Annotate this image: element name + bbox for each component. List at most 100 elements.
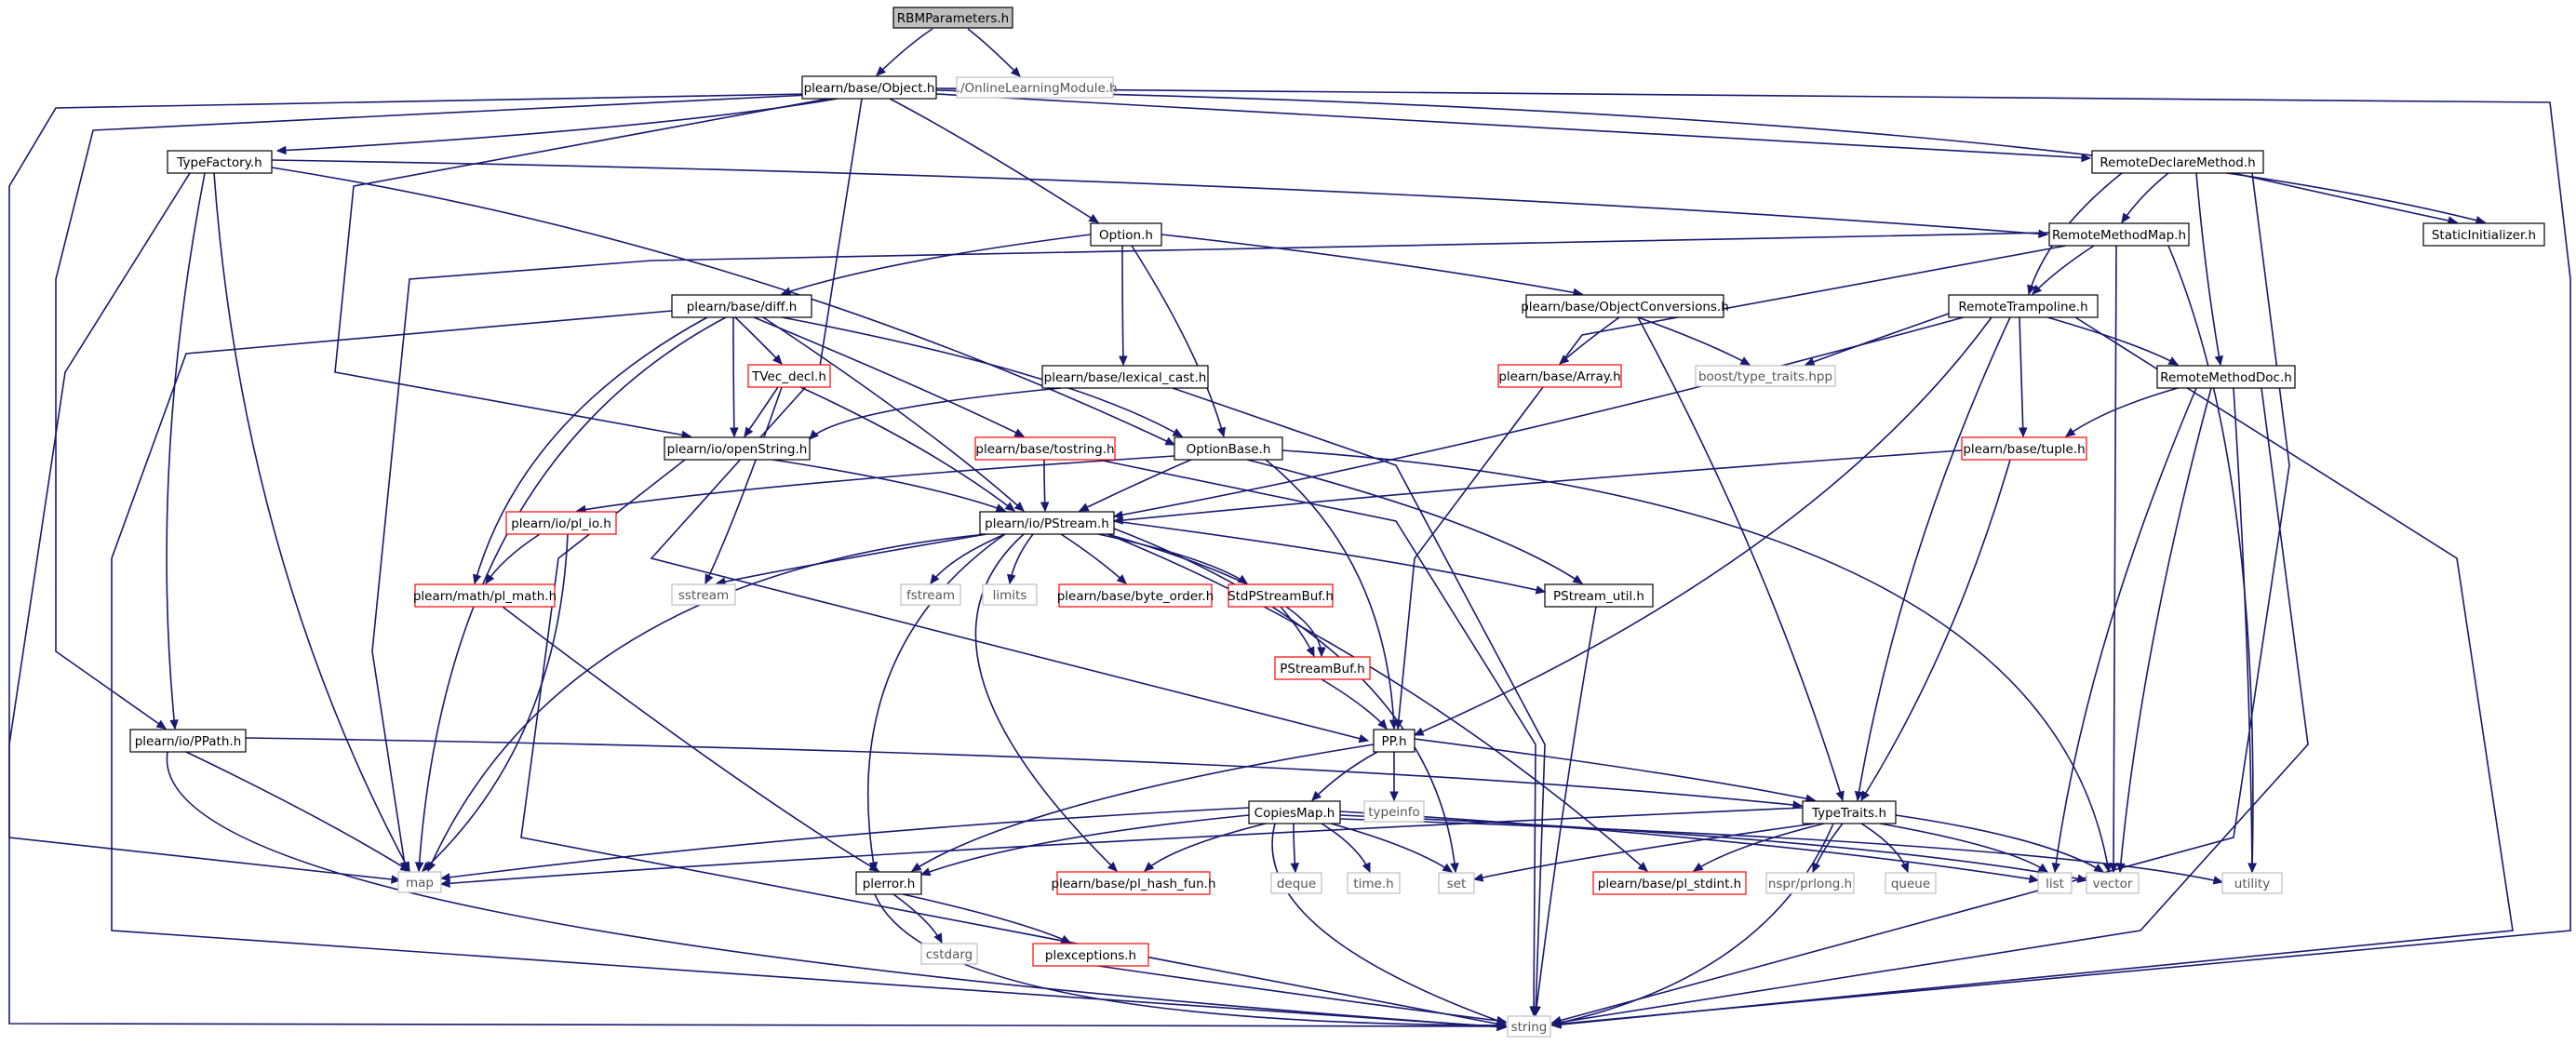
- node-box[interactable]: [1802, 800, 1897, 824]
- node-box[interactable]: [1363, 800, 1425, 823]
- node-box[interactable]: [1544, 583, 1654, 608]
- node-plstdint[interactable]: plearn/base/pl_stdint.h: [1592, 871, 1747, 895]
- node-typefactory[interactable]: TypeFactory.h: [167, 150, 273, 174]
- node-box[interactable]: [1274, 656, 1371, 680]
- node-list[interactable]: list: [2037, 872, 2073, 894]
- node-box[interactable]: [892, 7, 1013, 29]
- node-box[interactable]: [1041, 365, 1209, 389]
- node-box[interactable]: [1948, 294, 2099, 318]
- node-string[interactable]: string: [1507, 1015, 1551, 1038]
- node-box[interactable]: [397, 871, 442, 893]
- node-option[interactable]: Option.h: [1090, 222, 1162, 247]
- node-utility[interactable]: utility: [2221, 872, 2283, 894]
- node-box[interactable]: [129, 729, 247, 753]
- node-sstream[interactable]: sstream: [671, 583, 736, 606]
- node-box[interactable]: [2156, 365, 2296, 389]
- node-deque[interactable]: deque: [1270, 872, 1322, 894]
- node-box[interactable]: [1497, 364, 1622, 388]
- node-box[interactable]: [664, 436, 811, 461]
- node-copiesmap[interactable]: CopiesMap.h: [1248, 800, 1341, 824]
- node-array[interactable]: plearn/base/Array.h: [1497, 364, 1622, 388]
- node-cstdarg[interactable]: cstdarg: [920, 943, 978, 965]
- node-box[interactable]: [1174, 436, 1283, 461]
- node-box[interactable]: [855, 871, 922, 895]
- node-box[interactable]: [974, 436, 1116, 461]
- node-plio[interactable]: plearn/io/pl_io.h: [505, 511, 617, 535]
- node-box[interactable]: [1228, 583, 1334, 608]
- node-box[interactable]: [2037, 872, 2073, 894]
- node-box[interactable]: [2422, 222, 2545, 247]
- node-rbmparameters[interactable]: RBMParameters.h: [892, 7, 1013, 29]
- node-diff[interactable]: plearn/base/diff.h: [671, 294, 812, 318]
- node-box[interactable]: [1090, 222, 1162, 247]
- node-openstring[interactable]: plearn/io/openString.h: [664, 436, 811, 461]
- node-box[interactable]: [1347, 872, 1401, 894]
- node-box[interactable]: [2091, 150, 2264, 174]
- node-objconv[interactable]: plearn/base/ObjectConversions.h: [1521, 294, 1729, 318]
- node-typetraitshpp[interactable]: boost/type_traits.hpp: [1695, 365, 1836, 387]
- node-box[interactable]: [920, 943, 978, 965]
- node-box[interactable]: [801, 75, 937, 100]
- node-byteorder[interactable]: plearn/base/byte_order.h: [1057, 583, 1214, 608]
- node-fstream[interactable]: fstream: [900, 583, 961, 606]
- node-ppath[interactable]: plearn/io/PPath.h: [129, 729, 247, 753]
- node-set[interactable]: set: [1438, 872, 1475, 894]
- node-pstream[interactable]: plearn/io/PStream.h: [979, 511, 1115, 535]
- node-pstreambuf[interactable]: PStreamBuf.h: [1274, 656, 1371, 680]
- node-box[interactable]: [671, 583, 736, 606]
- node-queue[interactable]: queue: [1885, 872, 1937, 894]
- node-plerror[interactable]: plerror.h: [855, 871, 922, 895]
- node-object[interactable]: plearn/base/Object.h: [801, 75, 937, 100]
- node-vector[interactable]: vector: [2086, 872, 2140, 894]
- node-plexceptions[interactable]: plexceptions.h: [1032, 943, 1149, 967]
- node-box[interactable]: [167, 150, 273, 174]
- node-box[interactable]: [1961, 436, 2087, 461]
- node-box[interactable]: [2048, 222, 2190, 247]
- node-box[interactable]: [1885, 872, 1937, 894]
- node-tuple[interactable]: plearn/base/tuple.h: [1961, 436, 2087, 461]
- node-box[interactable]: [900, 583, 961, 606]
- node-onlinelearning[interactable]: ../OnlineLearningModule.h: [952, 76, 1118, 99]
- node-plmath[interactable]: plearn/math/pl_math.h: [413, 583, 557, 608]
- node-pstreamutil[interactable]: PStream_util.h: [1544, 583, 1654, 608]
- node-box[interactable]: [1592, 871, 1747, 895]
- node-box[interactable]: [1438, 872, 1475, 894]
- node-box[interactable]: [982, 583, 1038, 606]
- node-box[interactable]: [505, 511, 617, 535]
- node-tostring[interactable]: plearn/base/tostring.h: [974, 436, 1116, 461]
- node-remotedeclare[interactable]: RemoteDeclareMethod.h: [2091, 150, 2264, 174]
- node-box[interactable]: [1695, 365, 1836, 387]
- node-map[interactable]: map: [397, 871, 442, 893]
- node-box[interactable]: [956, 76, 1114, 99]
- node-box[interactable]: [1525, 294, 1724, 318]
- node-box[interactable]: [1056, 871, 1211, 895]
- node-remotemethoddoc[interactable]: RemoteMethodDoc.h: [2156, 365, 2296, 389]
- node-box[interactable]: [414, 583, 556, 608]
- node-typeinfo[interactable]: typeinfo: [1363, 800, 1425, 823]
- node-optionbase[interactable]: OptionBase.h: [1174, 436, 1283, 461]
- node-box[interactable]: [1373, 729, 1415, 753]
- node-box[interactable]: [1270, 872, 1322, 894]
- node-tvecdecl[interactable]: TVec_decl.h: [747, 364, 831, 388]
- node-staticinit[interactable]: StaticInitializer.h: [2422, 222, 2545, 247]
- node-box[interactable]: [671, 294, 812, 318]
- node-remotemethodmap[interactable]: RemoteMethodMap.h: [2048, 222, 2190, 247]
- node-remotetramp[interactable]: RemoteTrampoline.h: [1948, 294, 2099, 318]
- node-lexicalcast[interactable]: plearn/base/lexical_cast.h: [1041, 365, 1209, 389]
- node-box[interactable]: [747, 364, 831, 388]
- node-stdpstreambuf[interactable]: StdPStreamBuf.h: [1228, 583, 1334, 608]
- node-limits[interactable]: limits: [982, 583, 1038, 606]
- node-box[interactable]: [1058, 583, 1213, 608]
- node-plhashfun[interactable]: plearn/base/pl_hash_fun.h: [1052, 871, 1216, 895]
- node-box[interactable]: [1032, 943, 1149, 967]
- node-box[interactable]: [2221, 872, 2283, 894]
- node-nsprprlong[interactable]: nspr/prlong.h: [1765, 872, 1855, 894]
- node-box[interactable]: [1248, 800, 1341, 824]
- node-typetraits[interactable]: TypeTraits.h: [1802, 800, 1897, 824]
- node-box[interactable]: [2086, 872, 2140, 894]
- node-pp[interactable]: PP.h: [1373, 729, 1415, 753]
- node-box[interactable]: [1507, 1015, 1551, 1038]
- node-timeh[interactable]: time.h: [1347, 872, 1401, 894]
- node-box[interactable]: [1765, 872, 1855, 894]
- node-box[interactable]: [979, 511, 1115, 535]
